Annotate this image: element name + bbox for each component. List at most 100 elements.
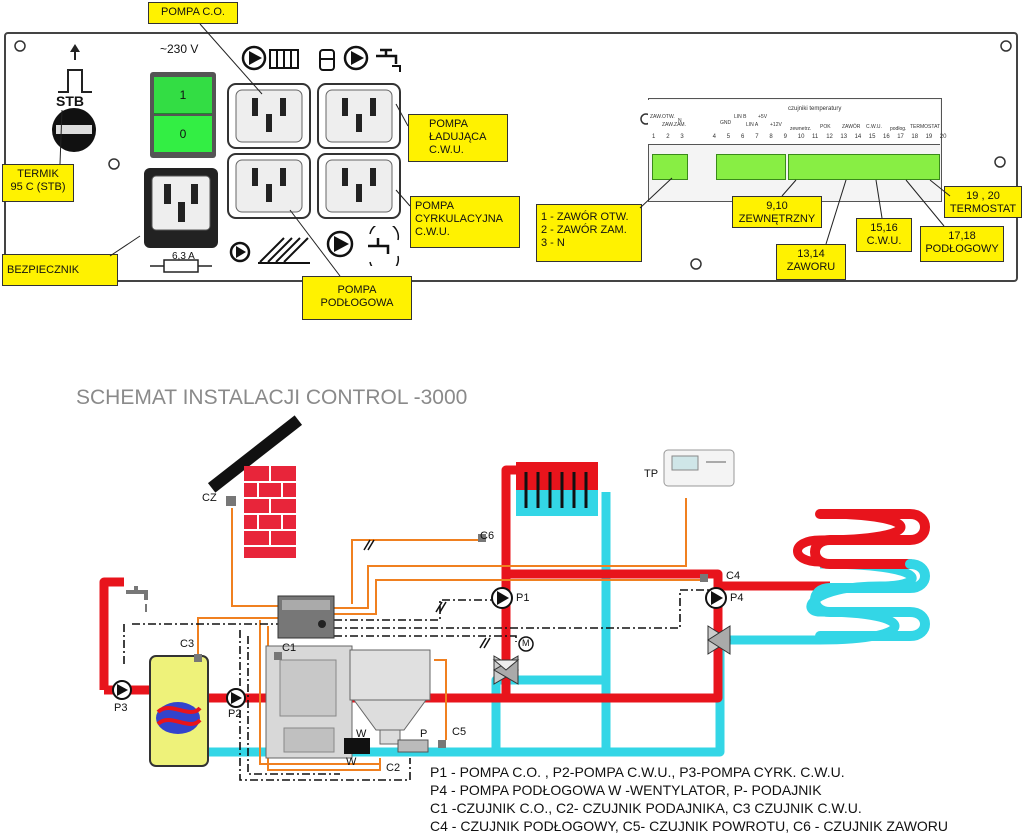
controller-box [277,595,335,639]
label-w2: W [346,756,357,768]
terminal-number: 16 [883,134,890,140]
term-label-2: ZAW.ZAM. [662,122,686,128]
term-label-3: N [678,118,682,124]
sensor-wires [197,498,704,771]
tap-icon [376,48,401,72]
terminal-number: 9 [783,134,787,140]
callout-pompa-podlogowa: POMPA PODŁOGOWA [302,276,412,320]
terminal-number: 1 [652,134,656,140]
pump-icon [112,680,132,700]
term-label-5: LIN B [734,114,747,120]
circulation-tap-icon [368,226,400,266]
label-c6: C6 [480,530,495,542]
label-p2: P2 [228,708,242,720]
label-w: W [356,728,367,740]
panel-decor [14,40,1012,270]
terminal-labels: czujniki temperatury ZAW.OTW. ZAW.ZAM. N… [648,100,940,145]
callout-text: ZEWNĘTRZNY [738,213,816,225]
voltage-label: ~230 V [160,42,199,56]
motor-icon [518,636,534,652]
wire-count-marks [363,539,491,649]
terminal-number: 6 [741,134,745,140]
terminal-number: 5 [726,134,731,140]
label-tp: TP [644,468,659,480]
terminal-number: 12 [826,134,833,140]
term-label-13: podłog. [890,126,907,132]
callout-text: POMPA [337,284,377,296]
terminal-number: 4 [712,134,716,140]
label-m: M [522,638,530,648]
valve-icon [492,655,520,685]
pump-sockets [227,83,401,219]
pump-icon [226,688,246,708]
valve-icon [707,625,731,655]
term-label-11: ZAWÓR [842,124,861,130]
stb-label: STB [56,93,84,109]
label-p4: P4 [730,592,744,604]
callout-text: 19 , 20 [966,190,1000,202]
terminal-number: 3 [680,134,684,140]
room-thermostat [663,449,735,487]
legend-line-1: P1 - POMPA C.O. , P2-POMPA C.W.U., P3-PO… [430,764,845,780]
callout-text: POMPA [429,118,468,130]
terminal-screw-group[interactable] [788,154,940,180]
pump-icon [343,45,369,71]
pump-icon [491,587,513,609]
callout-text: C.W.U. [415,226,450,238]
legend-line-2: P4 - POMPA PODŁOGOWA W -WENTYLATOR, P- P… [430,782,822,798]
callout-text: PODŁOGOWY [925,243,999,255]
socket-pompa-podlogowa [227,153,311,219]
terminal-number: 19 [925,134,933,140]
tap-icon [126,586,148,612]
terminal-screw-group[interactable] [652,154,688,180]
callout-text: POMPA [415,200,454,212]
label-p: P [420,728,428,740]
terminal-screws [652,154,940,180]
boiler [265,645,431,759]
callout-text: TERMOSTAT [949,203,1017,215]
schematic-title: SCHEMAT INSTALACJI CONTROL -3000 [76,386,468,409]
term-label-12: C.W.U. [866,124,882,130]
tank-icon [319,49,335,71]
callout-cwu: 15,16 C.W.U. [856,218,912,252]
radiator [516,462,598,516]
chimney [244,466,296,558]
terminal-number: 11 [812,134,819,140]
label-cz: CZ [202,492,217,504]
sensor-header: czujniki temperatury [788,106,842,112]
terminal-number: 15 [868,134,876,140]
callout-text: CYRKULACYJNA [415,213,504,225]
terminal-number: 14 [854,134,862,140]
legend-line-3: C1 -CZUJNIK C.O., C2- CZUJNIK PODAJNIKA,… [430,800,862,816]
term-label-6: LIN A [746,122,759,128]
callout-text: 95 C (STB) [10,181,66,193]
fuse-icon [150,259,212,273]
term-label-4: GND [720,120,732,126]
callout-text: ZAWORU [786,261,836,273]
callout-text: 9,10 [766,200,788,212]
radiator-icon [269,49,299,69]
pump-icon [705,587,727,609]
socket-pompa-co [227,83,311,149]
callout-termostat: 19 , 20 TERMOSTAT [944,186,1022,218]
callout-text: TERMIK [17,168,59,180]
solar-panel [207,415,303,493]
callout-zewnetrzny: 9,10 ZEWNĘTRZNY [732,196,822,228]
callout-pompa-cyrkulacyjna: POMPA CYRKULACYJNA C.W.U. [410,196,520,248]
label-c1: C1 [282,642,297,654]
callout-text: ŁADUJĄCA [429,131,487,143]
fan-icon [344,738,370,754]
terminal-number: 10 [797,134,805,140]
terminal-screw-group[interactable] [716,154,786,180]
fuse-rating: 6,3 A [172,251,195,262]
power-inlet [144,168,218,273]
label-c3: C3 [180,638,195,650]
callout-zaworu: 13,14 ZAWORU [776,244,846,280]
label-c4: C4 [726,570,741,582]
callout-pompa-co: POMPA C.O. [148,2,238,24]
callout-text: 2 - ZAWÓR ZAM. [541,224,627,236]
label-p3: P3 [114,702,128,714]
label-c5: C5 [452,726,467,738]
terminal-number: 8 [769,134,773,140]
